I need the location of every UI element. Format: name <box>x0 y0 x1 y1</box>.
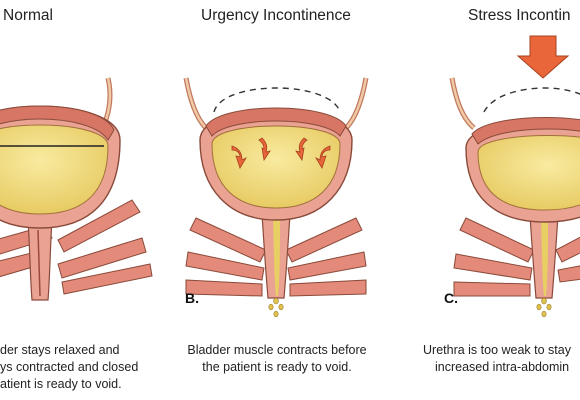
pelvic-muscle-left-b <box>185 217 267 297</box>
panel-title-normal: Normal <box>3 7 53 24</box>
caption-line: the patient is ready to void. <box>202 360 352 374</box>
panel-normal-illustration <box>0 77 153 301</box>
pelvic-muscle-right-c <box>555 236 580 283</box>
pelvic-muscle-left-c <box>453 217 535 297</box>
caption-line: der stays relaxed and <box>0 343 120 357</box>
contraction-arrows <box>231 137 331 169</box>
panel-stress-illustration <box>449 35 580 318</box>
pressure-arrow <box>516 35 570 79</box>
panel-urgency-illustration <box>183 77 369 318</box>
caption-line: atient is ready to void. <box>0 377 122 391</box>
panel-caption-urgency: Bladder muscle contracts before the pati… <box>180 342 374 376</box>
caption-line: increased intra-abdomin <box>435 360 570 374</box>
panel-title-urgency: Urgency Incontinence <box>201 7 351 24</box>
caption-line: ys contracted and closed <box>0 360 139 374</box>
urine-drips-c <box>536 297 552 318</box>
panel-caption-normal: der stays relaxed and ys contracted and … <box>0 342 138 393</box>
panel-title-stress: Stress Incontin <box>468 7 571 24</box>
caption-line: Urethra is too weak to stay <box>423 343 571 357</box>
panel-letter-c: C. <box>444 290 458 306</box>
urine-drips-b <box>268 297 284 318</box>
pelvic-muscle-right-b <box>285 217 367 297</box>
panel-caption-stress: Urethra is too weak to stay increased in… <box>423 342 571 376</box>
caption-line: Bladder muscle contracts before <box>187 343 367 357</box>
panel-letter-b: B. <box>185 290 199 306</box>
pelvic-muscle-right-a <box>57 199 153 295</box>
